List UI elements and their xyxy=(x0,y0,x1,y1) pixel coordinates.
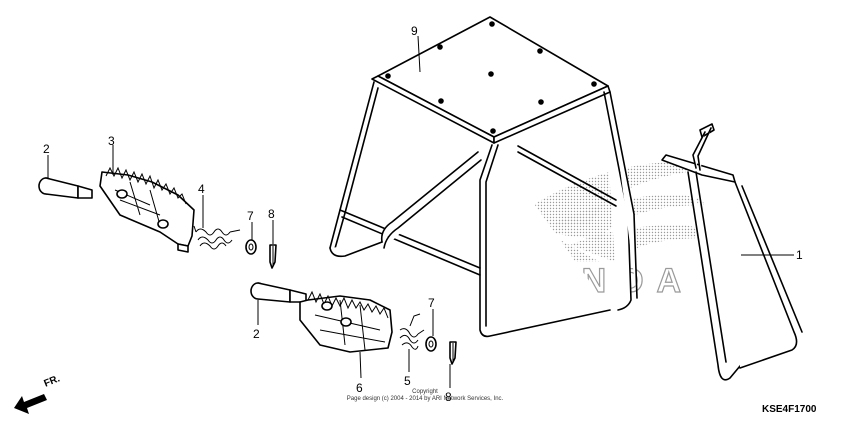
leader-lines xyxy=(47,35,794,388)
footpeg-spring-upper[interactable] xyxy=(193,225,241,250)
footpeg-spring-lower[interactable] xyxy=(399,313,425,350)
callout-5: 5 xyxy=(404,374,411,388)
footpeg-lower[interactable] xyxy=(299,290,393,353)
washer-upper[interactable] xyxy=(245,239,257,255)
callout-9: 9 xyxy=(411,24,418,38)
footpeg-pin-upper[interactable] xyxy=(38,177,93,199)
callout-7-lower: 7 xyxy=(428,296,435,310)
side-stand[interactable] xyxy=(661,123,803,381)
washer-lower[interactable] xyxy=(425,336,437,352)
stand-assembly[interactable] xyxy=(329,16,638,338)
cotter-pin-lower[interactable] xyxy=(449,341,457,365)
copyright-line-1: Copyright xyxy=(412,389,438,395)
callout-6: 6 xyxy=(356,381,363,395)
callout-4: 4 xyxy=(198,182,205,196)
callout-3: 3 xyxy=(108,134,115,148)
front-direction-arrow-icon xyxy=(14,394,47,414)
cotter-pin-upper[interactable] xyxy=(269,244,277,269)
callout-7-upper: 7 xyxy=(247,209,254,223)
diagram-code: KSE4F1700 xyxy=(762,404,817,415)
callout-8-lower: 8 xyxy=(445,390,452,404)
callout-8-upper: 8 xyxy=(268,207,275,221)
callout-1: 1 xyxy=(796,248,803,262)
callout-2-upper: 2 xyxy=(43,142,50,156)
copyright-line-2: Page design (c) 2004 - 2014 by ARI Netwo… xyxy=(346,396,504,402)
copyright-notice: Copyright Page design (c) 2004 - 2014 by… xyxy=(330,389,520,403)
footpeg-pin-lower[interactable] xyxy=(250,282,307,303)
footpeg-upper[interactable] xyxy=(99,166,195,253)
callout-2-lower: 2 xyxy=(253,327,260,341)
